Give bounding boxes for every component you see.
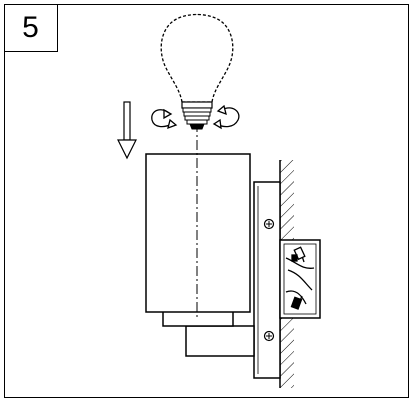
rotation-arrow-left xyxy=(151,108,178,130)
glass-shade xyxy=(145,153,251,313)
lamp-arm xyxy=(185,325,255,357)
light-bulb xyxy=(160,13,234,130)
downward-arrow xyxy=(117,101,137,160)
panel-frame xyxy=(4,4,409,398)
step-number-box: 5 xyxy=(4,4,58,52)
screw-top xyxy=(263,218,275,230)
wires xyxy=(285,246,315,310)
step-number: 5 xyxy=(22,10,39,44)
wall-mount-bracket xyxy=(253,181,281,379)
rotation-arrow-right xyxy=(212,104,240,130)
screw-bottom xyxy=(263,330,275,342)
